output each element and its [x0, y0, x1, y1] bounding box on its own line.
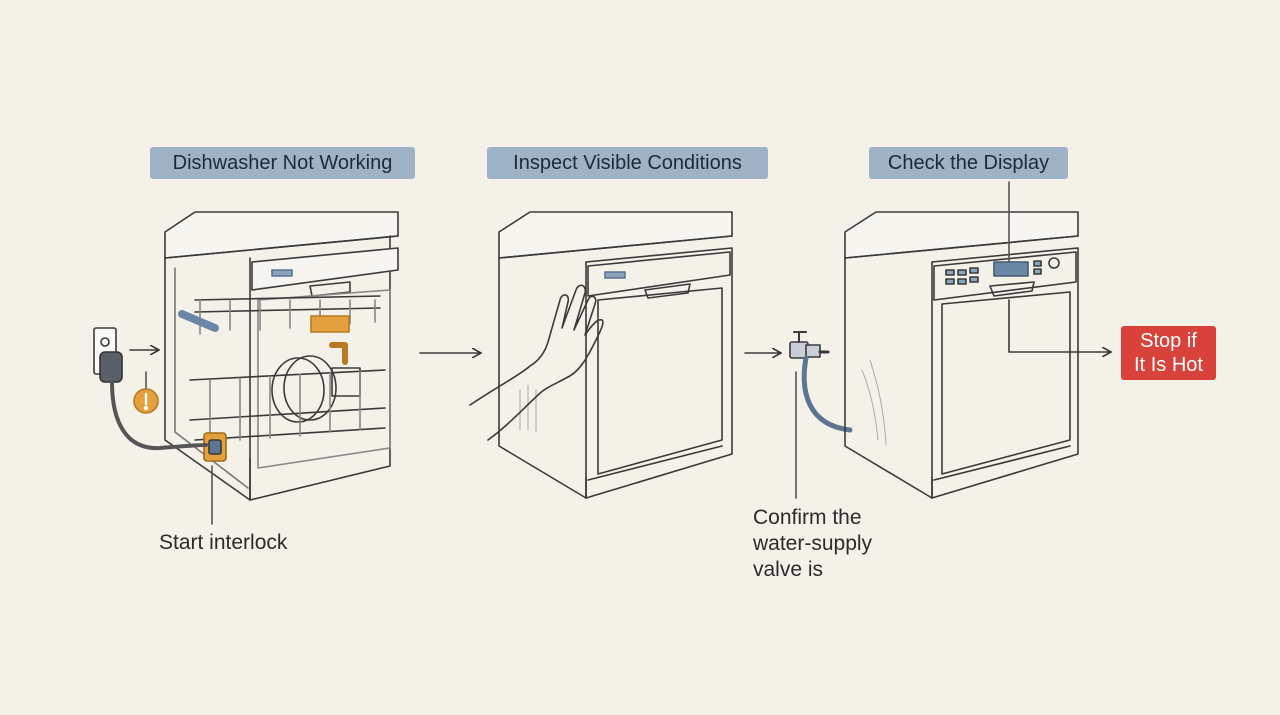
note-valve-line-3: valve is: [753, 558, 824, 581]
hand-icon: [469, 284, 604, 441]
warning-line-2: It Is Hot: [1134, 354, 1203, 376]
note-valve-line-1: Confirm the: [753, 506, 862, 529]
note-water-supply-valve: Confirm the water-supply valve is: [753, 505, 872, 583]
step-label-inspect-visible-conditions: Inspect Visible Conditions: [487, 147, 768, 179]
step-label-dishwasher-not-working: Dishwasher Not Working: [150, 147, 415, 179]
dishwasher-closed-illustration: [498, 211, 733, 499]
warning-line-1: Stop if: [1140, 330, 1197, 352]
power-plug-icon: [99, 351, 208, 451]
note-valve-line-2: water-supply: [753, 532, 873, 555]
dishwasher-open-illustration: [164, 211, 399, 501]
warning-badge-stop-if-hot: Stop if It Is Hot: [1121, 326, 1216, 380]
water-valve-icon: [789, 331, 853, 433]
note-start-interlock: Start interlock: [159, 531, 288, 554]
exclamation-icon: [133, 388, 159, 414]
dishwasher-display-illustration: [844, 211, 1079, 499]
step-label-check-the-display: Check the Display: [869, 147, 1068, 179]
